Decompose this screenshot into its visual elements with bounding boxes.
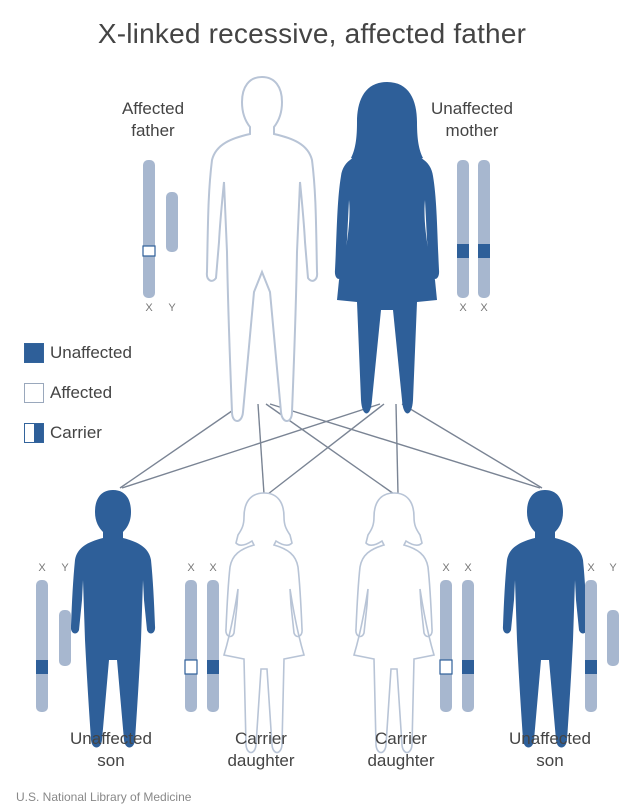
- line-mother-son2: [402, 404, 542, 488]
- mother-label: Unaffected mother: [412, 98, 532, 142]
- line-father-son1: [120, 404, 242, 488]
- daughter1-chr-x2-label: X: [205, 562, 221, 574]
- son2-chr-y-label: Y: [605, 562, 621, 574]
- daughter2-figure: [354, 493, 434, 753]
- son1-figure: [71, 490, 155, 748]
- child4-label: Unaffected son: [482, 728, 618, 772]
- child3-label: Carrier daughter: [336, 728, 466, 772]
- son2-figure: [503, 490, 587, 748]
- source-credit: U.S. National Library of Medicine: [16, 790, 191, 804]
- line-father-son2: [270, 404, 540, 488]
- father-chr-x-label: X: [141, 302, 157, 314]
- legend-item-affected: Affected: [24, 380, 112, 406]
- son2-chr-x-label: X: [583, 562, 599, 574]
- mother-chromosomes: [457, 160, 490, 298]
- legend-label: Affected: [50, 383, 112, 403]
- line-mother-daughter2: [396, 404, 398, 494]
- legend-item-unaffected: Unaffected: [24, 340, 132, 366]
- line-father-daughter1: [258, 404, 264, 494]
- legend-item-carrier: Carrier: [24, 420, 102, 446]
- daughter1-figure: [224, 493, 304, 753]
- mother-chr-x2-label: X: [476, 302, 492, 314]
- daughter1-chr-x1-label: X: [183, 562, 199, 574]
- son1-chr-y-label: Y: [57, 562, 73, 574]
- mother-chr-x1-label: X: [455, 302, 471, 314]
- daughter2-chromosomes: [440, 580, 474, 712]
- son1-chromosomes: [36, 580, 71, 712]
- father-chromosomes: [143, 160, 178, 298]
- daughter2-chr-x1-label: X: [438, 562, 454, 574]
- inheritance-lines: [120, 404, 542, 494]
- legend-swatch-filled: [24, 343, 44, 363]
- child2-label: Carrier daughter: [196, 728, 326, 772]
- daughter2-chr-x2-label: X: [460, 562, 476, 574]
- daughter1-chromosomes: [185, 580, 219, 712]
- line-mother-son1: [122, 404, 380, 488]
- legend-swatch-half: [24, 423, 44, 443]
- son1-chr-x-label: X: [34, 562, 50, 574]
- legend-swatch-empty: [24, 383, 44, 403]
- son2-chromosomes: [585, 580, 619, 712]
- legend-label: Unaffected: [50, 343, 132, 363]
- father-chr-y-label: Y: [164, 302, 180, 314]
- father-label: Affected father: [98, 98, 208, 142]
- child1-label: Unaffected son: [46, 728, 176, 772]
- legend-label: Carrier: [50, 423, 102, 443]
- father-figure: [207, 77, 317, 421]
